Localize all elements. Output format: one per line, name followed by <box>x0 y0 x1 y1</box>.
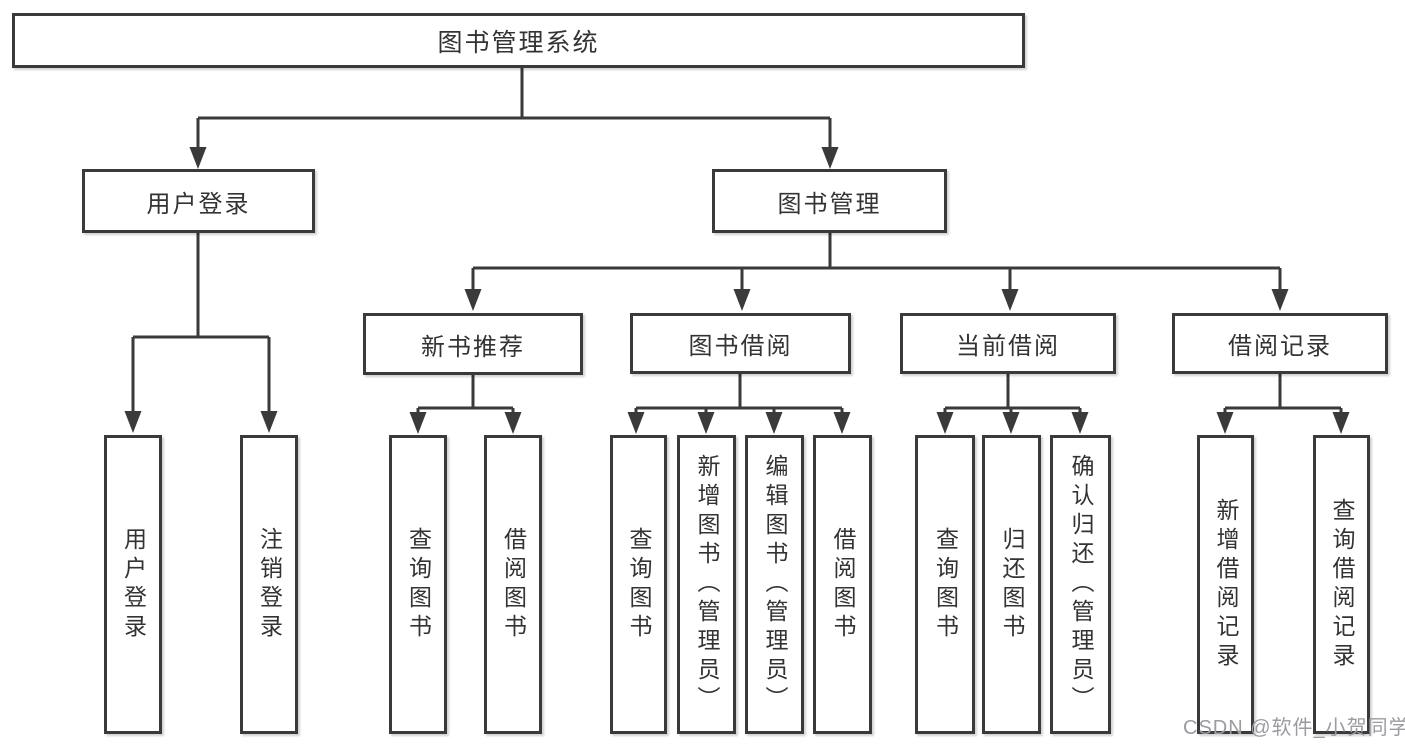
node-book-borrowing: 图书借阅 <box>630 313 851 374</box>
leaf-add-borrow-record: 新增借阅记录 <box>1197 435 1254 734</box>
arrowheads <box>124 147 1350 434</box>
node-current-borrowing: 当前借阅 <box>900 313 1116 374</box>
leaf-logout: 注销登录 <box>240 435 298 734</box>
leaf-edit-book-admin: 编辑图书（管理员） <box>745 435 804 734</box>
node-borrowing-records: 借阅记录 <box>1172 313 1388 374</box>
node-new-book-recommend: 新书推荐 <box>363 313 583 375</box>
node-root: 图书管理系统 <box>12 13 1025 68</box>
leaf-confirm-return-admin: 确认归还（管理员） <box>1050 435 1111 734</box>
leaf-return-book: 归还图书 <box>982 435 1041 734</box>
leaf-borrow-books-recommend: 借阅图书 <box>484 435 542 734</box>
watermark-text: CSDN @软件_小贺同学 <box>1183 717 1405 739</box>
leaf-query-borrow-record: 查询借阅记录 <box>1313 435 1370 734</box>
node-user-login: 用户登录 <box>82 169 315 233</box>
leaf-query-books-borrow: 查询图书 <box>610 435 667 734</box>
leaf-add-book-admin: 新增图书（管理员） <box>677 435 736 734</box>
leaf-query-books-current: 查询图书 <box>915 435 975 734</box>
leaf-user-login: 用户登录 <box>104 435 162 734</box>
leaf-borrow-books: 借阅图书 <box>813 435 872 734</box>
leaf-query-books-recommend: 查询图书 <box>389 435 447 734</box>
node-book-management: 图书管理 <box>712 169 947 233</box>
